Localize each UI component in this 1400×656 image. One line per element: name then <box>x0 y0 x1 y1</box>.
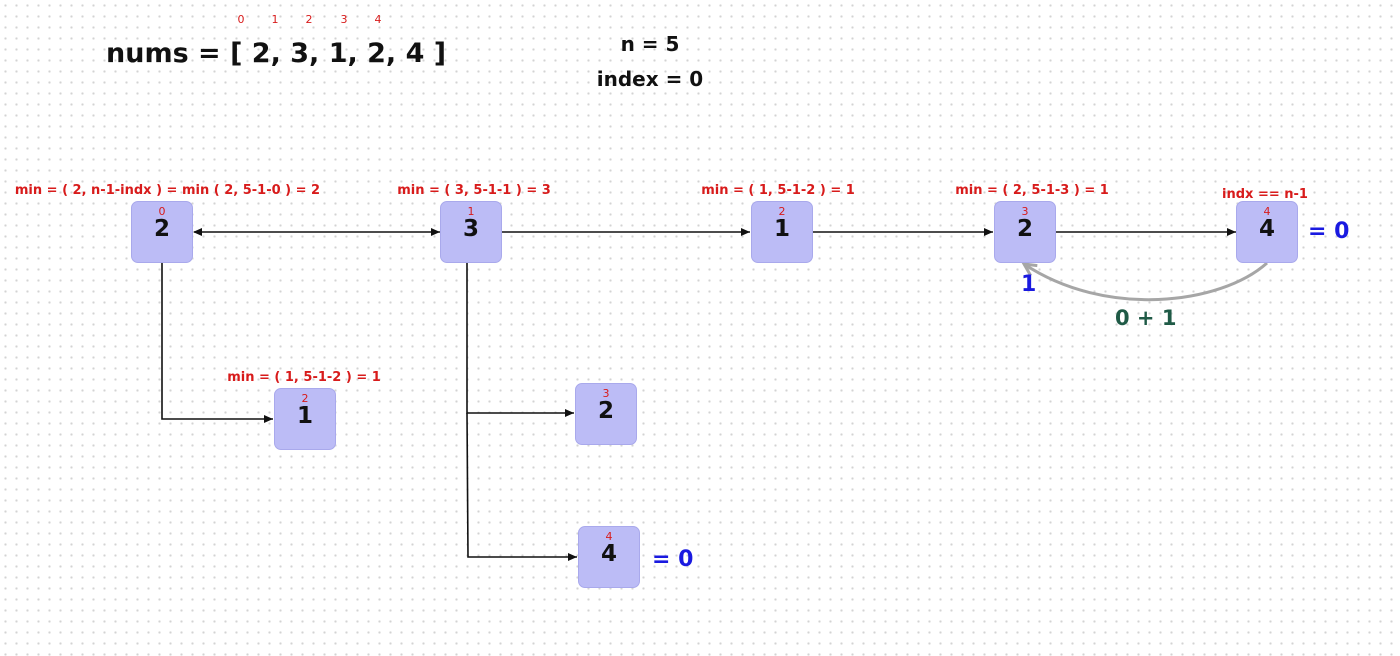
node-index: 2 <box>301 392 309 405</box>
node-value: 1 <box>296 403 313 429</box>
n-label: n = 5 <box>620 32 680 56</box>
node-index: 3 <box>602 387 610 400</box>
return-value-label: = 0 <box>1308 219 1350 244</box>
return-arrow <box>1024 261 1268 302</box>
node-value: 4 <box>600 541 617 567</box>
node-value: 4 <box>1258 216 1275 242</box>
tree-node: 2 1 <box>274 388 336 450</box>
index-label: index = 0 <box>596 67 704 91</box>
node-index: 4 <box>1263 205 1271 218</box>
node-value: 2 <box>153 216 170 242</box>
tree-node: 4 4 <box>1236 201 1298 263</box>
formula-label: min = ( 2, 5-1-3 ) = 1 <box>955 183 1109 198</box>
array-index-label: 2 <box>305 13 313 26</box>
node-value: 2 <box>1016 216 1033 242</box>
node-index: 2 <box>778 205 786 218</box>
edge-n1-c2 <box>466 412 577 561</box>
return-value-label: = 0 <box>652 547 694 572</box>
array-index-label: 4 <box>374 13 382 26</box>
tree-node: 2 1 <box>751 201 813 263</box>
formula-label: min = ( 1, 5-1-2 ) = 1 <box>227 370 381 385</box>
tree-node: 4 4 <box>578 526 640 588</box>
base-case-label: indx == n-1 <box>1222 187 1308 202</box>
nums-array-label: nums = [ 2, 3, 1, 2, 4 ] <box>106 38 447 69</box>
node-value: 2 <box>597 398 614 424</box>
node-value: 3 <box>462 216 479 242</box>
formula-label: min = ( 3, 5-1-1 ) = 3 <box>397 183 551 198</box>
sum-label: 0 + 1 <box>1115 306 1177 330</box>
node-index: 3 <box>1021 205 1029 218</box>
tree-node: 3 2 <box>994 201 1056 263</box>
array-index-label: 0 <box>237 13 245 26</box>
node-value: 1 <box>773 216 790 242</box>
array-index-label: 1 <box>271 13 279 26</box>
edge-n1-c1 <box>466 263 574 417</box>
array-index-label: 3 <box>340 13 348 26</box>
node-index: 1 <box>467 205 475 218</box>
back-value-label: 1 <box>1021 272 1037 297</box>
tree-node: 3 2 <box>575 383 637 445</box>
edge-n0-c0 <box>161 263 273 423</box>
formula-label: min = ( 2, n-1-indx ) = min ( 2, 5-1-0 )… <box>14 183 321 198</box>
tree-node: 0 2 <box>131 201 193 263</box>
node-index: 0 <box>158 205 166 218</box>
node-index: 4 <box>605 530 613 543</box>
formula-label: min = ( 1, 5-1-2 ) = 1 <box>701 183 855 198</box>
tree-node: 1 3 <box>440 201 502 263</box>
